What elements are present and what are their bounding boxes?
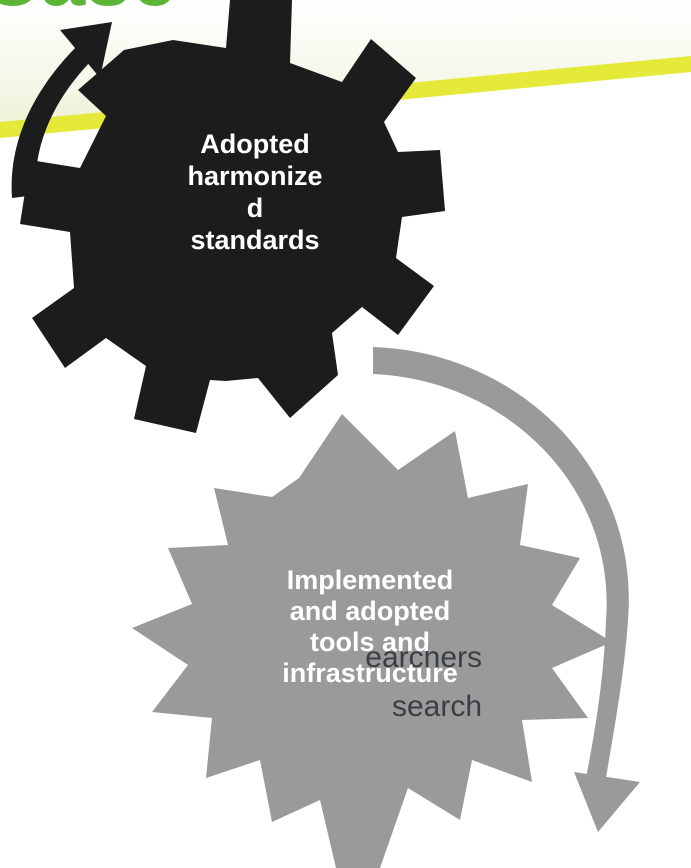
gear-label-line: infrastructure (282, 658, 458, 688)
gear-adopted-standards-label: Adopted harmonize d standards (130, 128, 380, 256)
gear-label-line: d (246, 193, 264, 223)
gear-label-line: Adopted (200, 129, 310, 159)
gray-cycle-arrow (373, 347, 640, 832)
body-text-line-1: earchers (365, 641, 482, 674)
gear-adopted-standards (20, 0, 445, 433)
slide-title-fragment: Case (0, 0, 177, 18)
body-text-line-2: search (391, 690, 482, 723)
dark-cycle-arrow (11, 22, 112, 198)
gear-label-line: tools and (310, 627, 430, 657)
gear-label-line: Implemented (286, 565, 454, 595)
gear-label-line: standards (190, 225, 320, 255)
gear-label-line: harmonize (187, 161, 323, 191)
gear-implemented-tools (132, 414, 612, 868)
gear-implemented-tools-label: Implemented and adopted tools and infras… (215, 565, 525, 689)
gear-label-line: and adopted (289, 596, 451, 626)
